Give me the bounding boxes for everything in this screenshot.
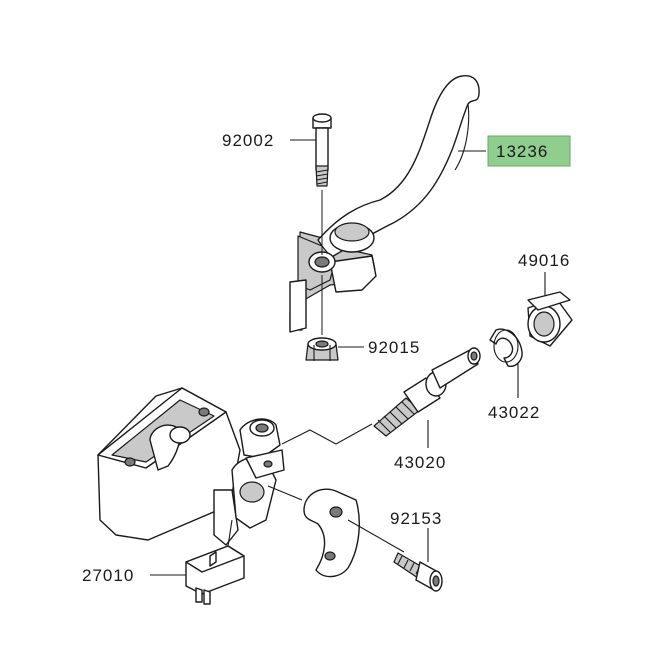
label-49016[interactable]: 49016 bbox=[518, 251, 570, 270]
lock-nut bbox=[305, 337, 339, 361]
piston-assembly-line bbox=[281, 423, 373, 445]
circlip bbox=[489, 328, 523, 367]
leader-lines bbox=[150, 139, 546, 576]
master-cylinder-body bbox=[97, 387, 285, 546]
label-43022[interactable]: 43022 bbox=[488, 403, 540, 422]
handlebar-clamp bbox=[303, 488, 360, 578]
brake-light-switch bbox=[185, 545, 245, 605]
label-92002[interactable]: 92002 bbox=[222, 131, 274, 150]
label-92015[interactable]: 92015 bbox=[368, 338, 420, 357]
piston-assembly bbox=[373, 347, 481, 437]
label-92153[interactable]: 92153 bbox=[390, 509, 442, 528]
label-13236-highlight bbox=[487, 135, 571, 167]
label-27010[interactable]: 27010 bbox=[82, 566, 134, 585]
label-13236[interactable]: 13236 bbox=[496, 142, 548, 161]
brake-lever bbox=[289, 75, 480, 333]
clamp-bolt-line bbox=[347, 519, 405, 553]
dust-boot bbox=[527, 291, 573, 347]
clamp-bolt bbox=[393, 552, 443, 592]
label-43020[interactable]: 43020 bbox=[394, 453, 446, 472]
clamp-assembly-line bbox=[267, 485, 303, 501]
pivot-bolt bbox=[312, 113, 332, 187]
switch-mount-line bbox=[227, 519, 233, 547]
